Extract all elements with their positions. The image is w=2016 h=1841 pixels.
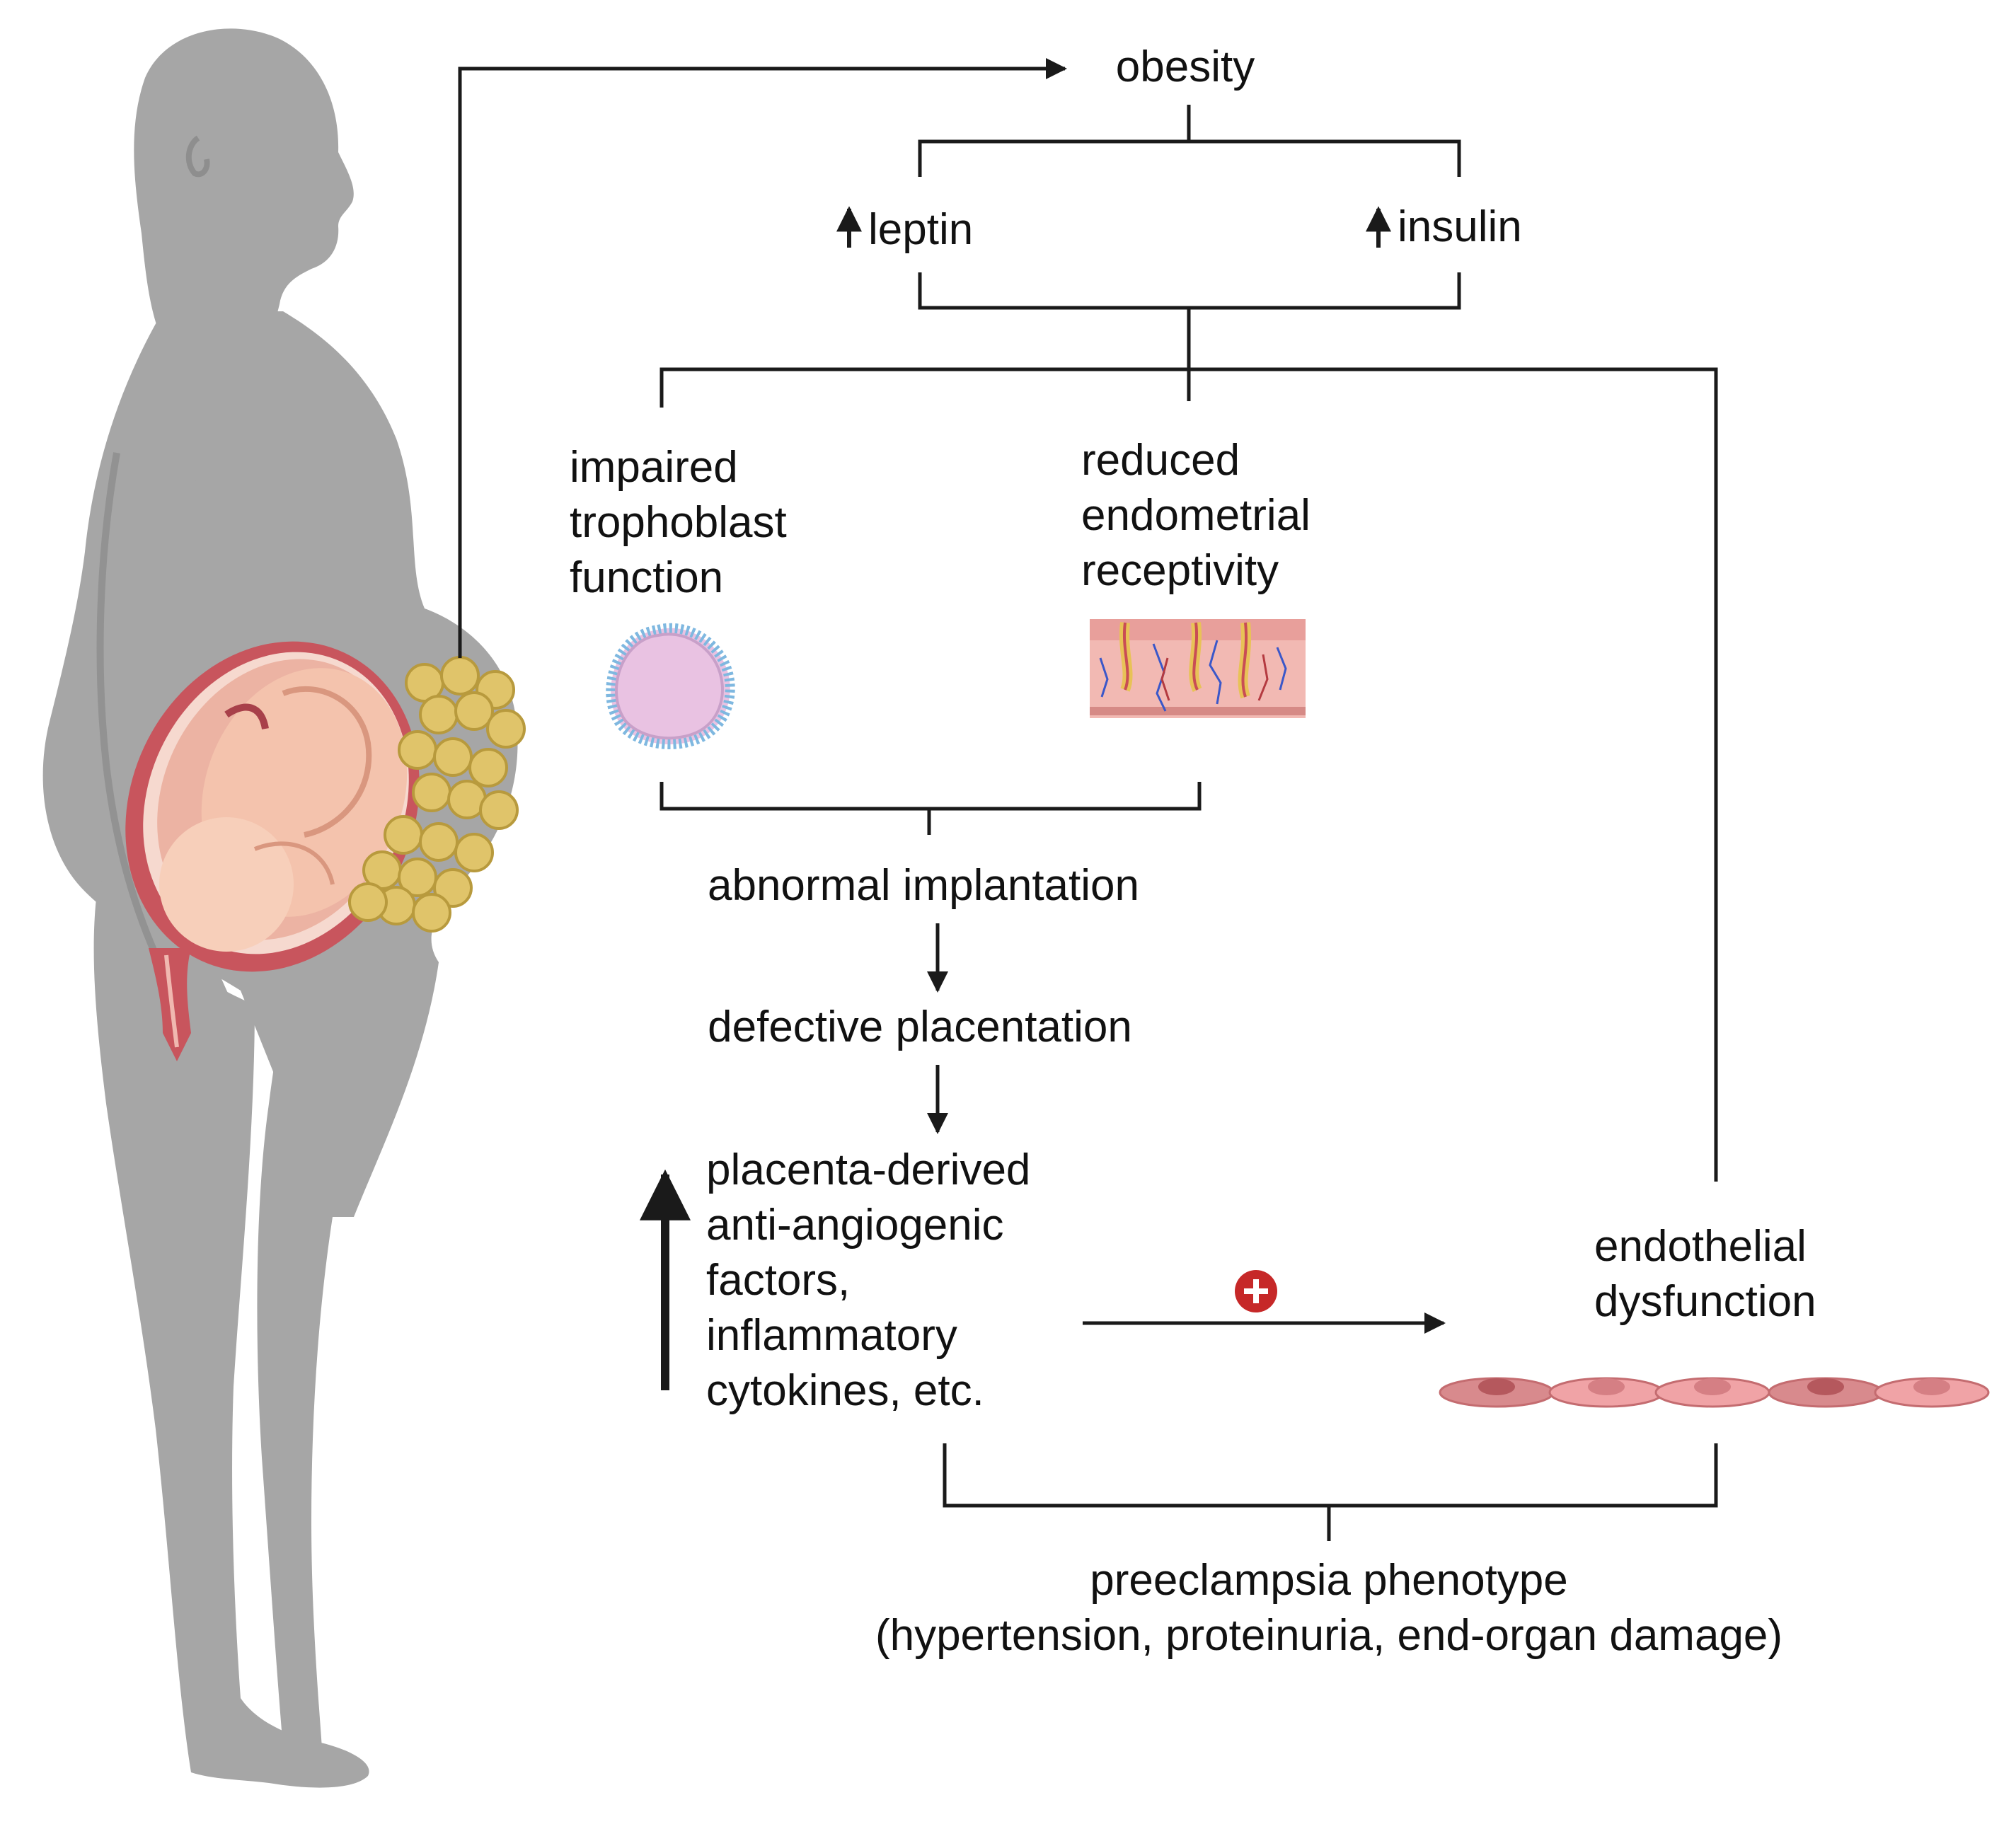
endometrium-tissue-icon xyxy=(1090,619,1306,718)
endometrial-line-1: reduced xyxy=(1081,436,1240,485)
fat-cell xyxy=(454,691,494,731)
ear-detail xyxy=(185,135,210,178)
arm-contour xyxy=(96,452,180,1000)
trophoblast-line-1: impaired xyxy=(570,443,738,492)
node-endometrial: reduced endometrial receptivity xyxy=(1081,433,1311,599)
fat-cell xyxy=(398,730,437,770)
endothelial-nucleus xyxy=(1913,1378,1950,1395)
fat-cell xyxy=(412,773,451,812)
branch-bracket xyxy=(659,367,1718,1182)
connector-lines xyxy=(458,58,1718,1541)
factors-line-2: anti-angiogenic xyxy=(706,1201,1004,1250)
fat-cell xyxy=(419,822,459,862)
arrow-to-obesity xyxy=(458,58,1067,658)
fat-cell xyxy=(348,882,388,922)
endothelial-cells-icon xyxy=(1439,1377,1990,1408)
fat-cell xyxy=(468,748,508,787)
trophoblast-line-2: trophoblast xyxy=(570,498,787,547)
fat-cell xyxy=(479,790,519,830)
node-leptin: leptin xyxy=(868,205,974,254)
endothelial-nucleus xyxy=(1588,1378,1625,1395)
node-placentation: defective placentation xyxy=(708,1003,1132,1051)
fat-cell xyxy=(419,695,459,734)
fat-cell xyxy=(412,893,451,933)
phenotype-bracket xyxy=(943,1443,1718,1508)
implantation-bracket xyxy=(659,782,1202,811)
plus-circle-icon xyxy=(1235,1270,1277,1312)
fat-cell xyxy=(433,737,473,777)
factors-line-1: placenta-derived xyxy=(706,1145,1031,1194)
phenotype-line-2: (hypertension, proteinuria, end-organ da… xyxy=(875,1611,1783,1660)
node-endothelial: endothelial dysfunction xyxy=(1594,1219,1816,1329)
endothelial-nucleus xyxy=(1807,1378,1844,1395)
trophoblast-cell-icon xyxy=(606,623,735,749)
adipose-tissue-icon xyxy=(348,656,526,933)
endothelial-nucleus xyxy=(1694,1378,1731,1395)
hormones-bracket xyxy=(918,272,1461,310)
node-insulin: insulin xyxy=(1398,202,1522,251)
fat-cell xyxy=(398,858,437,897)
uterus-fetus-icon xyxy=(125,641,420,1061)
node-implantation: abnormal implantation xyxy=(707,861,1140,910)
node-phenotype: preeclampsia phenotype (hypertension, pr… xyxy=(875,1553,1782,1663)
obesity-bracket xyxy=(918,139,1461,177)
endometrial-line-2: endometrial xyxy=(1081,491,1311,540)
endothelial-line-1: endothelial xyxy=(1594,1222,1807,1271)
fat-cell xyxy=(440,656,480,696)
endothelial-line-2: dysfunction xyxy=(1594,1277,1816,1326)
fat-cell xyxy=(454,833,494,872)
fat-cell xyxy=(384,815,423,855)
node-trophoblast: impaired trophoblast function xyxy=(570,440,787,606)
trophoblast-line-3: function xyxy=(570,553,724,602)
node-obesity: obesity xyxy=(1115,42,1255,91)
phenotype-line-1: preeclampsia phenotype xyxy=(1090,1556,1568,1605)
factors-line-3: factors, xyxy=(706,1256,851,1305)
factors-line-4: inflammatory xyxy=(706,1311,957,1360)
endothelial-nucleus xyxy=(1478,1378,1515,1395)
endometrial-line-3: receptivity xyxy=(1081,546,1279,595)
node-factors: placenta-derived anti-angiogenic factors… xyxy=(706,1143,1030,1419)
factors-line-5: cytokines, etc. xyxy=(706,1366,984,1415)
up-arrow-icon xyxy=(640,206,1391,1390)
fat-cell xyxy=(486,709,526,749)
